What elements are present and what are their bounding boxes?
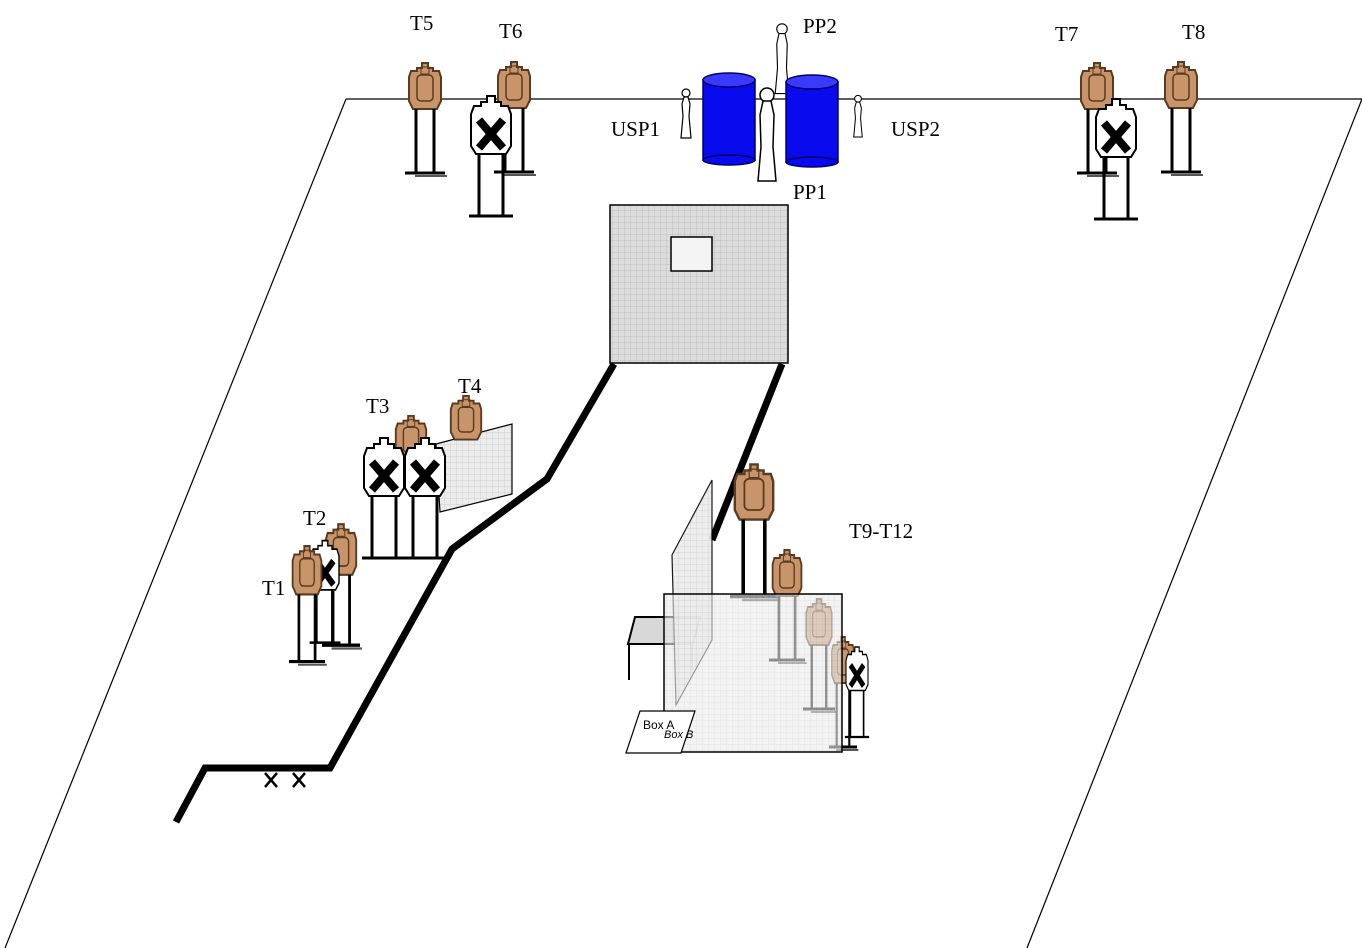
start-marks [264, 772, 306, 788]
mini-popper-icon [853, 94, 863, 138]
label-usp1: USP1 [611, 117, 660, 141]
paper-target-icon [289, 546, 327, 665]
label-pp1: PP1 [793, 180, 827, 204]
label-t2: T2 [303, 506, 326, 530]
pepper-popper-icon [757, 87, 777, 182]
wall-icon [663, 593, 843, 753]
label-t7: T7 [1055, 22, 1078, 46]
label-pp2: PP2 [803, 14, 837, 38]
box-b-label: Box B [664, 729, 693, 741]
labels: T5 T6 T7 T8 PP2 USP1 USP2 PP1 T4 T3 T2 T… [262, 11, 1205, 600]
label-t9-t12: T9-T12 [849, 519, 913, 543]
label-t6: T6 [499, 19, 522, 43]
barrel-icon [702, 72, 756, 166]
paper-target-icon [449, 394, 483, 441]
label-t4: T4 [458, 374, 482, 398]
no-shoot-target-icon [362, 438, 406, 558]
fault-line [172, 362, 786, 824]
mini-popper-icon [680, 88, 692, 139]
label-t3: T3 [366, 394, 389, 418]
paper-target-icon [405, 63, 447, 176]
no-shoot-target-icon [1094, 99, 1138, 219]
box-a-label: Box A [643, 718, 674, 732]
wall-icon [609, 204, 789, 364]
shooting-box-icon: Box A Box B [625, 710, 696, 754]
barrel-icon [785, 74, 839, 168]
label-t8: T8 [1182, 20, 1205, 44]
paper-target-icon [1161, 62, 1203, 175]
label-usp2: USP2 [891, 117, 940, 141]
label-t1: T1 [262, 576, 285, 600]
label-t5: T5 [410, 11, 433, 35]
